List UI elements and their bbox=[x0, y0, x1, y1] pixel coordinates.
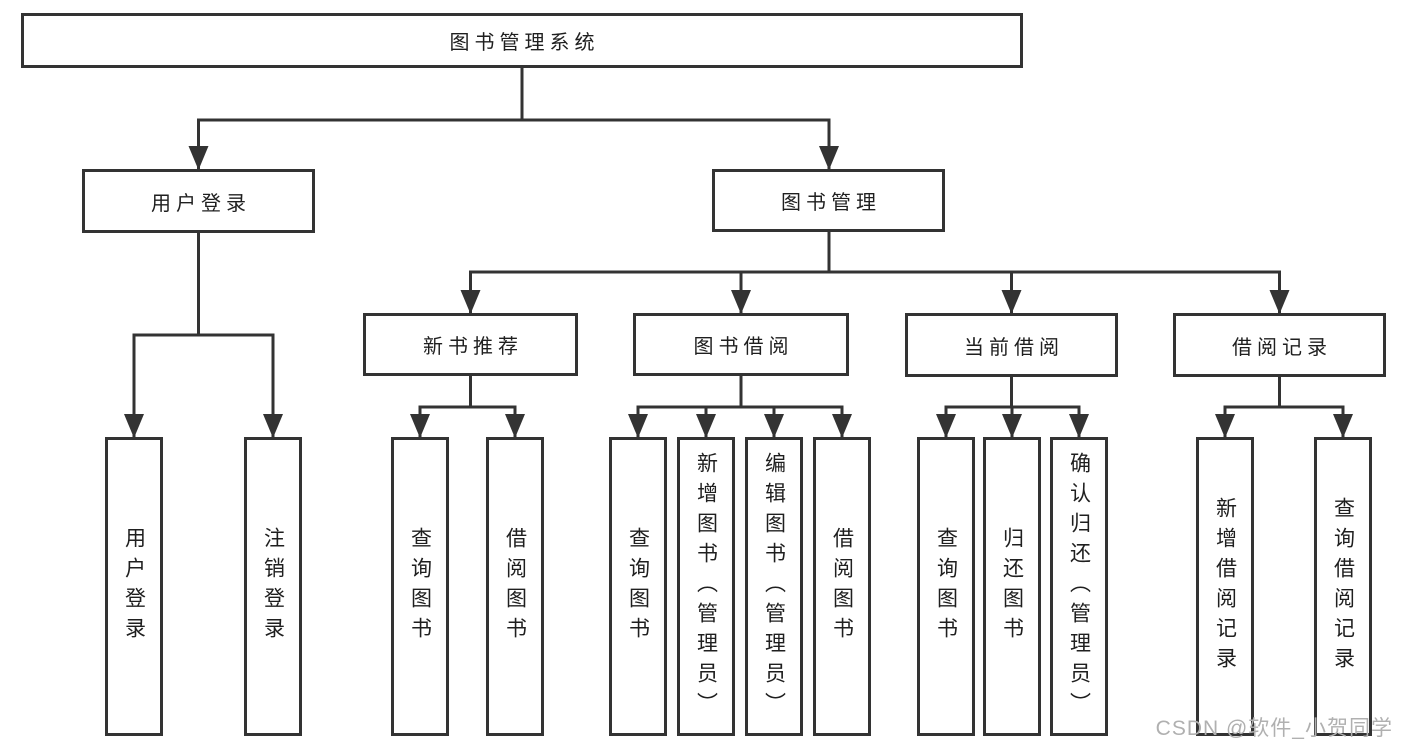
node-book-management: 图书管理 bbox=[712, 169, 945, 232]
leaf-confirm-return-admin: 确认归还（管理员） bbox=[1050, 437, 1108, 736]
node-borrowing-records: 借阅记录 bbox=[1173, 313, 1386, 377]
leaf-edit-book-admin: 编辑图书（管理员） bbox=[745, 437, 803, 736]
leaf-borrow-books-borrowing: 借阅图书 bbox=[813, 437, 871, 736]
leaf-return-book: 归还图书 bbox=[983, 437, 1041, 736]
node-new-book-recommendation: 新书推荐 bbox=[363, 313, 578, 376]
leaf-add-book-admin: 新增图书（管理员） bbox=[677, 437, 735, 736]
leaf-query-borrow-record: 查询借阅记录 bbox=[1314, 437, 1372, 736]
node-current-borrowing: 当前借阅 bbox=[905, 313, 1118, 377]
leaf-query-books-current: 查询图书 bbox=[917, 437, 975, 736]
csdn-watermark: CSDN @软件_小贺同学 bbox=[1155, 717, 1393, 740]
node-book-borrowing: 图书借阅 bbox=[633, 313, 849, 376]
leaf-query-books-borrowing: 查询图书 bbox=[609, 437, 667, 736]
node-user-login: 用户登录 bbox=[82, 169, 315, 233]
leaf-user-login: 用户登录 bbox=[105, 437, 163, 736]
leaf-borrow-books-recommend: 借阅图书 bbox=[486, 437, 544, 736]
node-root-system: 图书管理系统 bbox=[21, 13, 1023, 68]
leaf-add-borrow-record: 新增借阅记录 bbox=[1196, 437, 1254, 736]
leaf-logout: 注销登录 bbox=[244, 437, 302, 736]
leaf-query-books-recommend: 查询图书 bbox=[391, 437, 449, 736]
